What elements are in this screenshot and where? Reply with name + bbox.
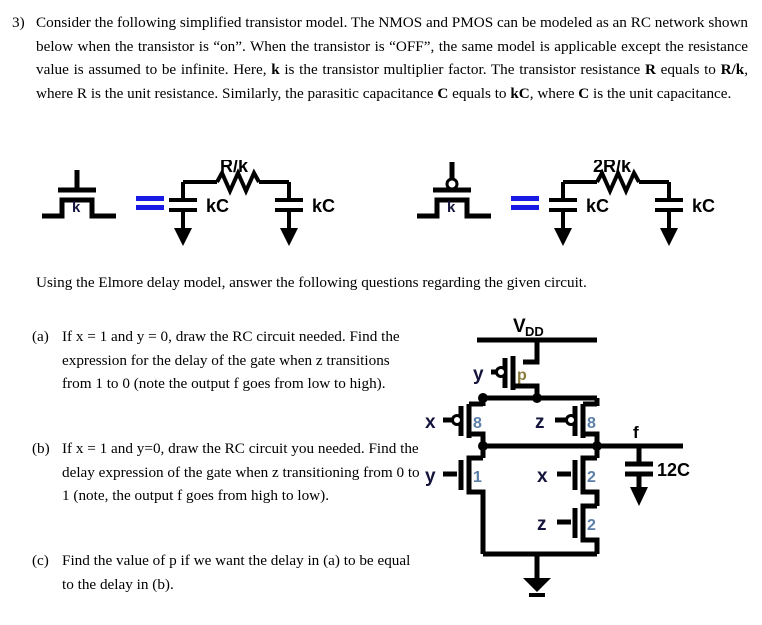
nmos-x2-gate-label: x — [537, 466, 548, 487]
subquestion-a: (a) If x = 1 and y = 0, draw the RC circ… — [32, 325, 402, 396]
pmos-gate-bubble-icon — [445, 177, 459, 191]
ground-symbol-icon — [523, 578, 551, 597]
nmos-y1-gate-label: y — [425, 466, 436, 487]
intro-seg-5: R/k — [720, 61, 745, 78]
intro-seg-7: C — [437, 84, 449, 102]
junction-dot-pmos-left — [478, 393, 488, 403]
junction-dot-pmos-mid — [532, 393, 542, 403]
pmos-resistor-label: 2R/k — [593, 160, 632, 176]
pmos-z8-bubble-icon — [565, 414, 577, 426]
vdd-subscript: DD — [525, 324, 544, 339]
pmos-p-gate-label: y — [473, 364, 484, 385]
intro-seg-3: R — [644, 61, 656, 78]
nmos-cap-left-label: kC — [206, 196, 229, 216]
load-cap-label: 12C — [657, 460, 690, 480]
subquestion-c-label: (c) — [32, 552, 49, 569]
subquestion-c-text: Find the value of p if we want the delay… — [62, 552, 411, 593]
subquestion-a-label: (a) — [32, 328, 49, 345]
pmos-cap-right-label: kC — [692, 196, 715, 216]
pmos-x8-size-label: 8 — [473, 415, 482, 432]
main-cmos-circuit-figure: V DD y p x 8 z 8 f — [425, 310, 760, 600]
intro-seg-4: equals to — [655, 61, 721, 78]
pmos-model-size-label: k — [447, 199, 456, 216]
pmos-x8-bubble-icon — [451, 414, 463, 426]
subquestion-a-text: If x = 1 and y = 0, draw the RC circuit … — [62, 328, 400, 392]
ground-arrow-nmos-right — [280, 228, 298, 246]
pmos-p-bubble-icon — [495, 366, 507, 378]
nmos-model-figure: k R/k kC kC — [40, 160, 370, 260]
intro-seg-10: , where — [529, 84, 579, 102]
subquestion-b: (b) If x = 1 and y=0, draw the RC circui… — [32, 437, 422, 508]
output-f-label: f — [633, 423, 639, 442]
pmos-x8-gate-label: x — [425, 412, 436, 433]
ground-arrow-nmos-left — [174, 228, 192, 246]
nmos-x2-size-label: 2 — [587, 469, 596, 486]
pmos-p-size-label: p — [517, 367, 527, 384]
question-number: 3) — [12, 14, 25, 31]
subquestion-b-label: (b) — [32, 440, 50, 457]
intro-seg-8: equals to — [448, 84, 511, 102]
pmos-z8-size-label: 8 — [587, 415, 596, 432]
intro-seg-0: Consider the following simplified transi… — [36, 14, 748, 78]
pmos-model-figure: k 2R/k kC kC — [415, 160, 755, 260]
pmos-cap-left-label: kC — [586, 196, 609, 216]
intro-seg-1: k — [271, 61, 280, 78]
pmos-z8-gate-label: z — [535, 412, 545, 433]
question-intro-paragraph: Consider the following simplified transi… — [36, 11, 748, 105]
subquestion-c: (c) Find the value of p if we want the d… — [32, 549, 422, 596]
nmos-cap-right-label: kC — [312, 196, 335, 216]
intro-seg-12: is the unit capacitance. — [589, 84, 732, 102]
vdd-label: V — [513, 316, 526, 337]
nmos-model-size-label: k — [72, 199, 81, 216]
intro-seg-9: kC — [510, 84, 530, 102]
equals-sign-nmos — [136, 196, 164, 210]
nmos-resistor-label: R/k — [220, 160, 249, 176]
equals-sign-pmos — [511, 196, 539, 210]
load-cap-ground-arrow — [630, 487, 648, 506]
intro-seg-11: C — [578, 84, 590, 102]
nmos-z2-size-label: 2 — [587, 517, 596, 534]
subquestion-b-text: If x = 1 and y=0, draw the RC circuit yo… — [62, 440, 420, 504]
intro-seg-2: is the transistor multiplier factor. The… — [279, 61, 645, 78]
nmos-y1-size-label: 1 — [473, 469, 482, 486]
nmos-z2-gate-label: z — [537, 514, 547, 535]
ground-arrow-pmos-right — [660, 228, 678, 246]
ground-arrow-pmos-left — [554, 228, 572, 246]
elmore-instruction-line: Using the Elmore delay model, answer the… — [36, 274, 587, 291]
intro-seg-6: , where R is the unit resistance. Simila… — [36, 61, 749, 102]
